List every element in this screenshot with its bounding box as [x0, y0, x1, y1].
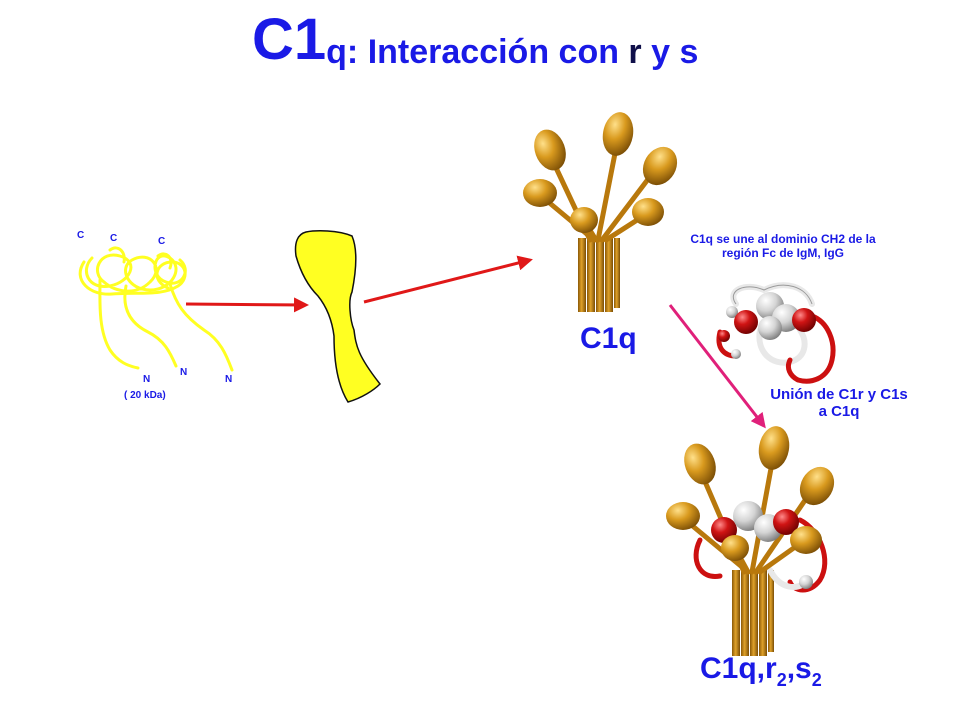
c1r-c1s-tetramer-icon	[716, 282, 836, 384]
chain-c-label-2: C	[110, 233, 118, 244]
title-c1: C1	[252, 7, 327, 72]
c1q-stalk-shape	[294, 230, 382, 403]
title-s: s	[679, 33, 699, 71]
chain-n-label-2: N	[180, 367, 188, 378]
chain-c-label-1: C	[77, 230, 85, 241]
title-q-text: q: Interacción con	[326, 33, 629, 71]
arrow-chain-to-stalk	[185, 297, 309, 313]
arrow-c1q-to-complex	[668, 304, 766, 429]
page-title: C1q: Interacción con r y s	[252, 6, 698, 73]
union-note-line-1: Unión de C1r y C1s	[770, 386, 908, 403]
binding-note-line-2: región Fc de IgM, IgG	[721, 246, 844, 260]
title-subtitle: q: Interacción con r y s	[326, 33, 698, 71]
binding-note: C1q se une al dominio CH2 de la región F…	[668, 232, 898, 260]
binding-note-line-1: C1q se une al dominio CH2 de la	[690, 232, 876, 246]
chain-n-label-3: N	[225, 374, 233, 385]
c1-complex-icon	[666, 426, 835, 656]
arrow-stalk-to-c1q	[363, 255, 533, 304]
collagen-chains-figure	[78, 246, 234, 372]
chain-n-label-1: N	[143, 374, 151, 385]
complex-label-sub-1: 2	[776, 670, 787, 690]
c1q-molecule-icon	[523, 112, 678, 312]
title-y: y	[641, 33, 680, 71]
complex-label-sub-2: 2	[811, 670, 822, 690]
union-note-line-2: a C1q	[818, 403, 860, 420]
c1q-label: C1q	[580, 322, 637, 355]
union-note: Unión de C1r y C1s a C1q	[736, 386, 942, 420]
complex-label-base: C1q,r	[700, 652, 777, 685]
chain-mass-label: ( 20 kDa)	[124, 390, 166, 401]
complex-label: C1q,r2,s2	[700, 652, 822, 690]
title-r: r	[628, 33, 642, 71]
chain-c-label-3: C	[158, 236, 166, 247]
complex-label-sep: ,s	[786, 652, 812, 685]
